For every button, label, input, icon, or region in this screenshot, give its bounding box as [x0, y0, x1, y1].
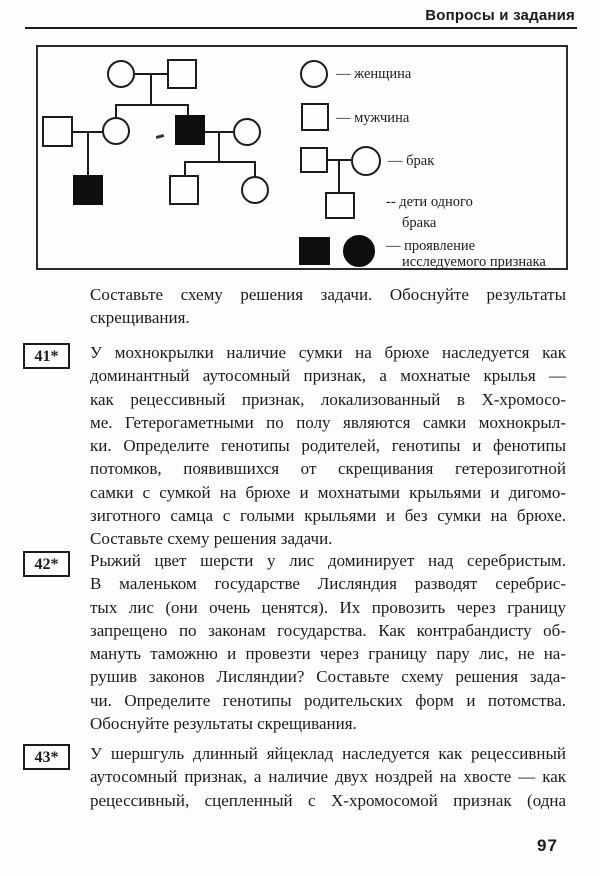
legend-children-label-line1: -- дети одного [386, 194, 473, 210]
pedigree-gen1-male [167, 59, 197, 89]
legend-affected-male-icon [299, 237, 330, 265]
pedigree-descent-line [115, 104, 117, 117]
text-line: самки с сумкой на брюхе и мохнатыми крыл… [90, 482, 566, 502]
problem-42-number: 42* [23, 551, 70, 577]
pedigree-gen1-female [107, 60, 135, 88]
legend-marriage-male-icon [300, 147, 328, 173]
problem-41-text: У мохнокрылки наличие сумки на брюхе нас… [90, 341, 566, 551]
text-line: Составьте схему решения задачи. [90, 529, 333, 549]
pedigree-gen2-wife [233, 118, 261, 146]
text-line: У шершгуль длинный яйцеклад наследуется … [90, 744, 566, 763]
problem-43-number: 43* [23, 744, 70, 770]
pedigree-descent-line [184, 161, 186, 175]
pedigree-gen3-daughter [241, 176, 269, 204]
text-line: аутосомный признак, а наличие двух ноздр… [90, 767, 566, 787]
pedigree-gen3-son [169, 175, 199, 205]
header-rule [25, 27, 577, 29]
legend-descent-line [338, 160, 340, 192]
page-header-title: Вопросы и задания [425, 7, 575, 24]
legend-affected-label-line2: исследуемого признака [402, 254, 546, 270]
legend-male-label: — мужчина [336, 110, 410, 126]
text-line: рушив законов Лисляндии? Составьте схему… [90, 667, 566, 687]
legend-affected-label-line1: — проявление [386, 238, 476, 254]
legend-children-label-line2: брака [402, 215, 437, 231]
pedigree-gen3-affected-son [73, 175, 103, 205]
text-line: потомков, появившихся от скрещивания гет… [90, 459, 566, 479]
text-line: ки. Определите генотипы родителей, генот… [90, 436, 566, 456]
legend-marriage-female-icon [351, 146, 381, 176]
intro-paragraph: Составьте схему решения задачи. Обоснуйт… [90, 283, 566, 330]
text-line: рецессивный, сцепленный с Х-хромосомой п… [90, 790, 566, 810]
legend-affected-female-icon [343, 235, 375, 267]
text-line: Рыжий цвет шерсти у лис доминирует над с… [90, 551, 566, 570]
pedigree-sibship-line [115, 104, 189, 106]
text-line: как рецессивный признак, локализованный … [90, 389, 566, 409]
problem-42-text: Рыжий цвет шерсти у лис доминирует над с… [90, 549, 566, 735]
pedigree-figure: — женщина — мужчина — брак -- дети одног… [36, 45, 568, 270]
pedigree-descent-line [187, 104, 189, 115]
text-line: У мохнокрылки наличие сумки на брюхе нас… [90, 343, 566, 362]
pedigree-gen2-husband [42, 116, 73, 147]
pedigree-gen2-daughter [102, 117, 130, 145]
pedigree-gen2-affected-son [175, 115, 205, 145]
pedigree-descent-line [218, 131, 220, 161]
proband-arrow-mark [155, 134, 165, 139]
problem-41-number: 41* [23, 343, 70, 369]
text-line: запрещено по законам государства. Как ко… [90, 620, 566, 640]
text-line: мануть таможню и провезти через границу … [90, 644, 566, 664]
text-line: чи. Определите генотипы родительских фор… [90, 690, 566, 710]
pedigree-descent-line [254, 161, 256, 176]
text-line: Обоснуйте результаты скрещивания. [90, 714, 357, 734]
text-line: доминантный аутосомный признак, а мохнат… [90, 366, 566, 386]
pedigree-sibship-line [184, 161, 256, 163]
legend-child-icon [325, 192, 355, 219]
page-number: 97 [537, 836, 558, 855]
text-line: В маленьком государстве Лисляндия развод… [90, 574, 566, 594]
text-line: Составьте схему решения задачи. Обоснуйт… [90, 285, 566, 304]
pedigree-descent-line [150, 73, 152, 106]
legend-female-icon [300, 60, 328, 88]
text-line: скрещивания. [90, 308, 190, 328]
legend-female-label: — женщина [336, 66, 412, 82]
text-line: тых лис (они очень ценятся). Их провозит… [90, 597, 566, 617]
problem-43-text: У шершгуль длинный яйцеклад наследуется … [90, 742, 566, 812]
legend-male-icon [301, 103, 329, 131]
text-line: зиготного самца с голыми крыльями и без … [90, 506, 566, 526]
pedigree-descent-line [87, 131, 89, 175]
text-line: ме. Гетерогаметными по полу являются сам… [90, 412, 566, 432]
legend-marriage-label: — брак [388, 153, 435, 169]
